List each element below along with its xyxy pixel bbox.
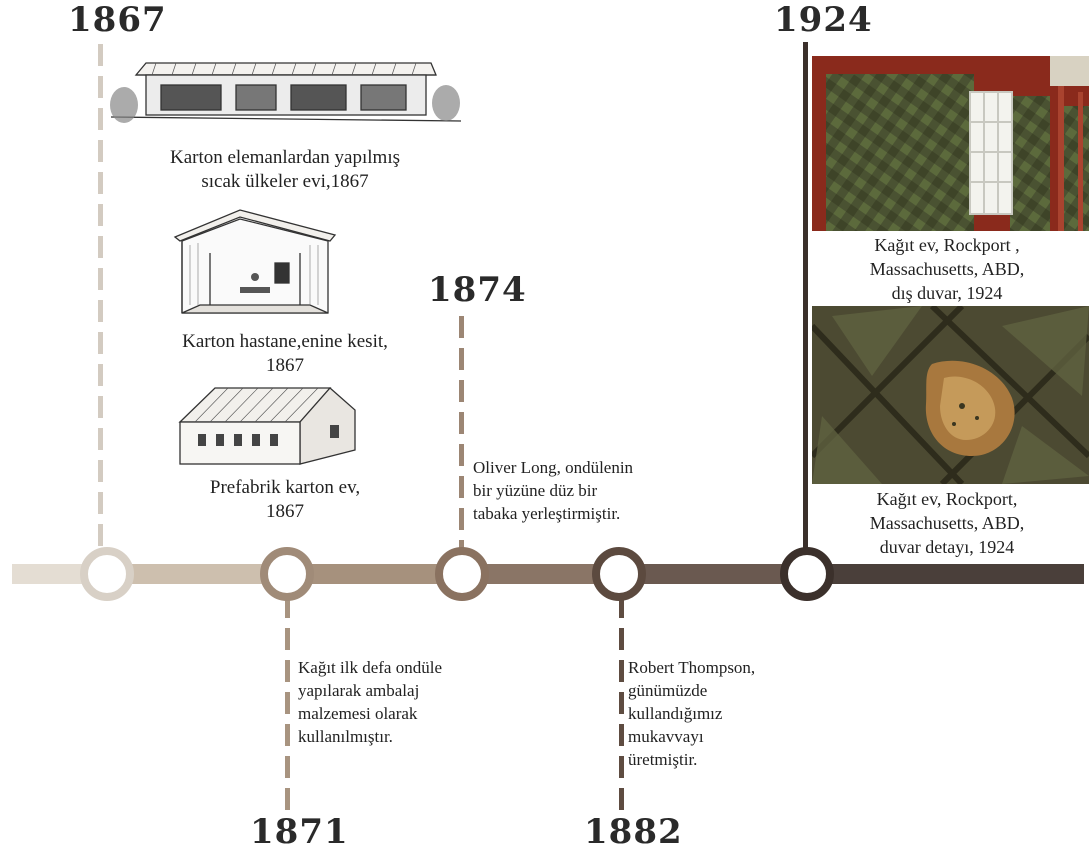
connector-1874 — [459, 316, 464, 554]
illustration-prefab-house — [178, 387, 356, 465]
connector-1924 — [803, 42, 808, 554]
timeline-axis-segment — [107, 564, 287, 584]
timeline-node-1924 — [780, 547, 834, 601]
timeline-axis-segment — [287, 564, 462, 584]
caption-warm-country-house: Karton elemanlardan yapılmış sıcak ülkel… — [169, 147, 401, 192]
connector-1871 — [285, 596, 290, 814]
timeline-axis-segment — [462, 564, 619, 584]
illustration-warm-country-house — [110, 62, 462, 123]
illustration-hospital-section — [173, 209, 337, 314]
year-label-1874: 1874 — [428, 270, 527, 310]
connector-1867 — [98, 44, 103, 554]
timeline-node-1867 — [80, 547, 134, 601]
event-note-1871: Kağıt ilk defa ondüle yapılarak ambalaj … — [298, 658, 442, 746]
photo-paper-house-exterior-wall — [812, 56, 1089, 231]
connector-1882 — [619, 596, 624, 814]
photo-paper-house-wall-detail — [812, 306, 1089, 484]
year-label-1882: 1882 — [584, 812, 683, 852]
timeline-axis-segment — [807, 564, 1084, 584]
caption-photo-exterior-wall: Kağıt ev, Rockport , Massachusetts, ABD,… — [869, 235, 1025, 303]
year-label-1867: 1867 — [68, 0, 167, 40]
event-note-1882: Robert Thompson, günümüzde kullandığımız… — [628, 658, 756, 769]
event-note-1874: Oliver Long, ondülenin bir yüzüne düz bi… — [473, 458, 634, 523]
year-label-1924: 1924 — [774, 0, 873, 40]
timeline-axis-segment — [619, 564, 807, 584]
caption-photo-wall-detail: Kağıt ev, Rockport, Massachusetts, ABD, … — [869, 489, 1025, 557]
caption-hospital-section: Karton hastane,enine kesit, 1867 — [182, 331, 388, 376]
timeline-node-1874 — [435, 547, 489, 601]
timeline-node-1871 — [260, 547, 314, 601]
timeline-node-1882 — [592, 547, 646, 601]
caption-prefab-house: Prefabrik karton ev, 1867 — [209, 477, 361, 522]
year-label-1871: 1871 — [250, 812, 349, 852]
